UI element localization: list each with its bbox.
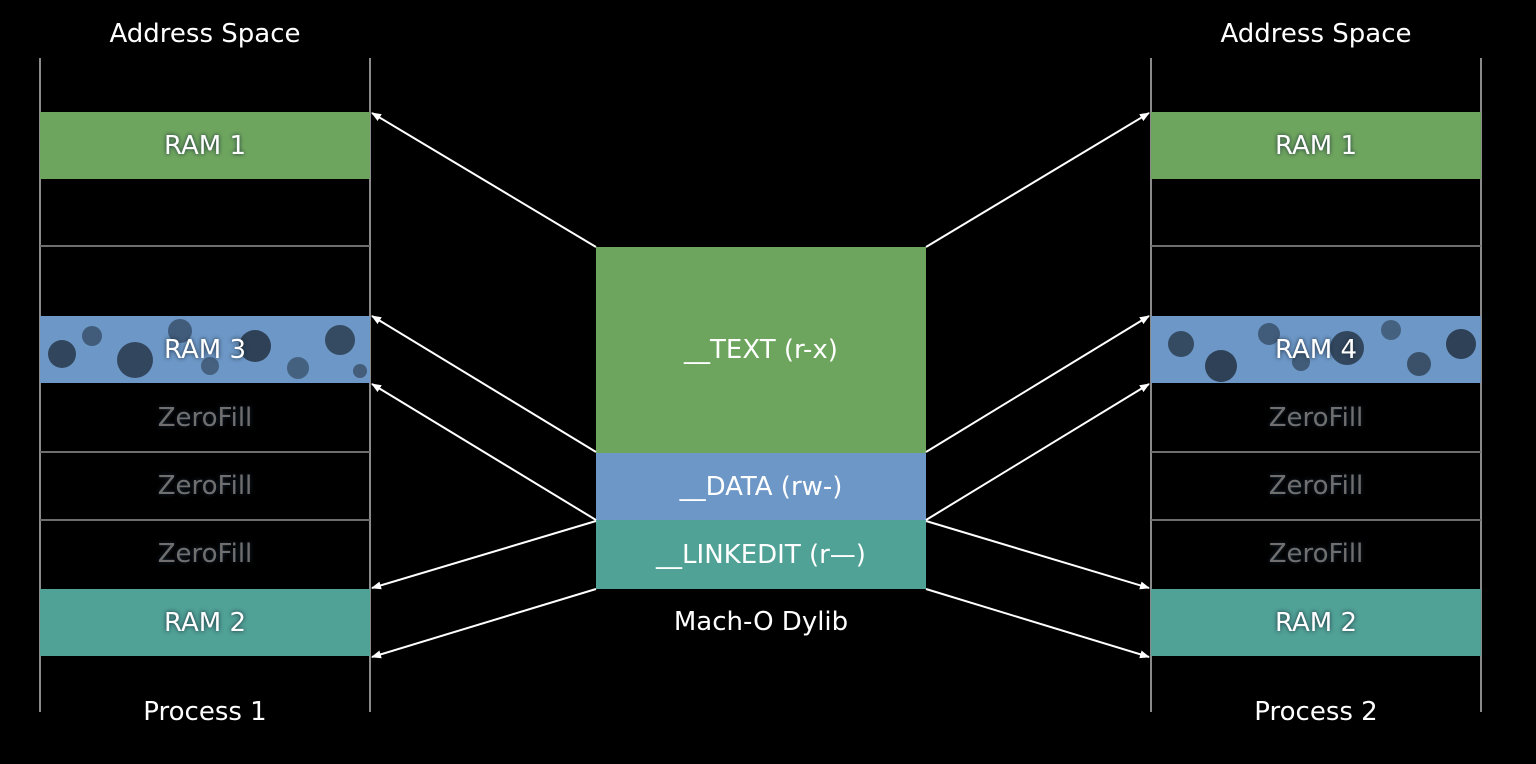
memory-texture-icon bbox=[48, 319, 367, 379]
arrow-linkedit-to-p2-ram2-bottom bbox=[925, 588, 1150, 659]
process1-divider bbox=[40, 451, 370, 453]
process2-slot-ram2: RAM 2 bbox=[1151, 589, 1481, 656]
process2-divider bbox=[1151, 245, 1481, 247]
arrow-text-to-p2-ram1 bbox=[925, 112, 1150, 248]
process1-divider bbox=[40, 519, 370, 521]
process1-header: Address Space bbox=[109, 19, 301, 49]
process1-slot-ram3: RAM 3 bbox=[40, 316, 370, 383]
process2-slot-zerofill: ZeroFill bbox=[1268, 538, 1364, 569]
process2-divider bbox=[1151, 451, 1481, 453]
arrow-linkedit-to-p1-ram2-bottom bbox=[371, 588, 597, 659]
dylib-caption: Mach-O Dylib bbox=[673, 607, 849, 637]
process2-slot-zerofill: ZeroFill bbox=[1268, 470, 1364, 501]
arrow-data-to-p1-ram3-bottom bbox=[371, 383, 597, 521]
process1-slot-zerofill: ZeroFill bbox=[157, 470, 253, 501]
process1-slot-zerofill: ZeroFill bbox=[157, 538, 253, 569]
arrow-text-to-p1-ram3-top bbox=[371, 315, 597, 453]
process2-slot-zerofill: ZeroFill bbox=[1268, 402, 1364, 433]
process1-left-border bbox=[39, 58, 41, 712]
process1-slot-ram1: RAM 1 bbox=[40, 112, 370, 179]
dylib-data-segment: __DATA (rw-) bbox=[596, 453, 926, 520]
process1-right-border bbox=[369, 58, 371, 712]
arrow-data-to-p1-ram2-top bbox=[371, 520, 597, 590]
process1-slot-ram2: RAM 2 bbox=[40, 589, 370, 656]
arrow-data-to-p2-ram4-bottom bbox=[925, 383, 1150, 521]
process1-divider bbox=[40, 245, 370, 247]
dylib-text-segment: __TEXT (r-x) bbox=[596, 247, 926, 453]
process2-footer: Process 2 bbox=[1254, 697, 1378, 727]
memory-texture-icon bbox=[1168, 320, 1476, 382]
arrow-text-to-p2-ram4-top bbox=[925, 315, 1150, 453]
process2-slot-ram1: RAM 1 bbox=[1151, 112, 1481, 179]
process1-footer: Process 1 bbox=[143, 697, 267, 727]
process2-divider bbox=[1151, 519, 1481, 521]
process1-slot-zerofill: ZeroFill bbox=[157, 402, 253, 433]
process2-left-border bbox=[1150, 58, 1152, 712]
process2-header: Address Space bbox=[1220, 19, 1412, 49]
dylib-linkedit-segment: __LINKEDIT (r—) bbox=[596, 520, 926, 589]
process2-slot-ram4: RAM 4 bbox=[1151, 316, 1481, 383]
arrow-data-to-p2-ram2-top bbox=[925, 520, 1150, 590]
process2-right-border bbox=[1480, 58, 1482, 712]
arrow-text-to-p1-ram1 bbox=[371, 112, 597, 248]
